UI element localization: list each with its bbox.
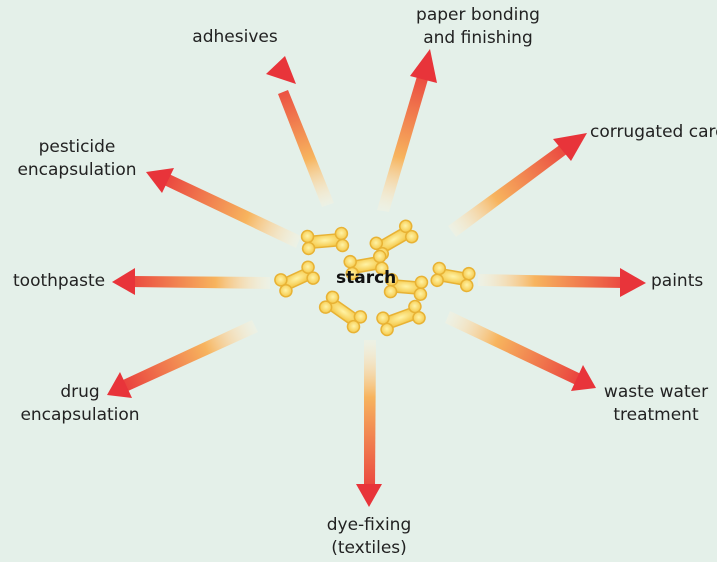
arrow-waste-water: [445, 311, 596, 391]
label-corrugated-card: corrugated card: [590, 121, 717, 144]
starch-granules: [274, 219, 476, 337]
label-line: paints: [651, 271, 704, 291]
granule: [376, 299, 426, 337]
label-line: corrugated card: [590, 122, 717, 142]
granule: [430, 261, 476, 293]
granule: [383, 272, 429, 302]
label-line: treatment: [613, 405, 699, 425]
label-line: dye-fixing: [326, 515, 412, 535]
label-line: toothpaste: [13, 271, 106, 291]
arrow-toothpaste: [112, 268, 270, 295]
label-toothpaste: toothpaste: [13, 270, 105, 293]
granule: [300, 226, 350, 256]
arrow-paper-bonding: [377, 49, 437, 212]
label-drug-encapsulation: drug encapsulation: [15, 381, 145, 427]
arrow-adhesives: [266, 56, 334, 207]
arrow-paints: [478, 268, 646, 297]
label-adhesives: adhesives: [185, 26, 285, 49]
label-line: encapsulation: [17, 160, 137, 180]
label-line: and finishing: [423, 28, 533, 48]
center-label-starch: starch: [336, 268, 397, 288]
arrow-drug-encapsulation: [107, 320, 258, 398]
label-line: encapsulation: [20, 405, 140, 425]
granule: [274, 260, 320, 298]
granule: [318, 290, 368, 334]
arrow-pesticide-encapsulation: [146, 168, 301, 248]
label-line: paper bonding: [416, 5, 540, 25]
granule: [343, 249, 389, 281]
label-paper-bonding: paper bonding and finishing: [408, 4, 548, 50]
label-line: pesticide: [38, 137, 116, 157]
label-dye-fixing: dye-fixing (textiles): [309, 514, 429, 560]
arrow-dye-fixing: [356, 340, 382, 507]
label-line: drug: [60, 382, 100, 402]
label-line: (textiles): [331, 538, 407, 558]
label-paints: paints: [651, 270, 703, 293]
label-line: adhesives: [192, 27, 278, 47]
label-waste-water: waste water treatment: [596, 381, 716, 427]
arrow-corrugated-card: [448, 133, 587, 237]
label-pesticide-encapsulation: pesticide encapsulation: [12, 136, 142, 182]
label-line: waste water: [603, 382, 709, 402]
